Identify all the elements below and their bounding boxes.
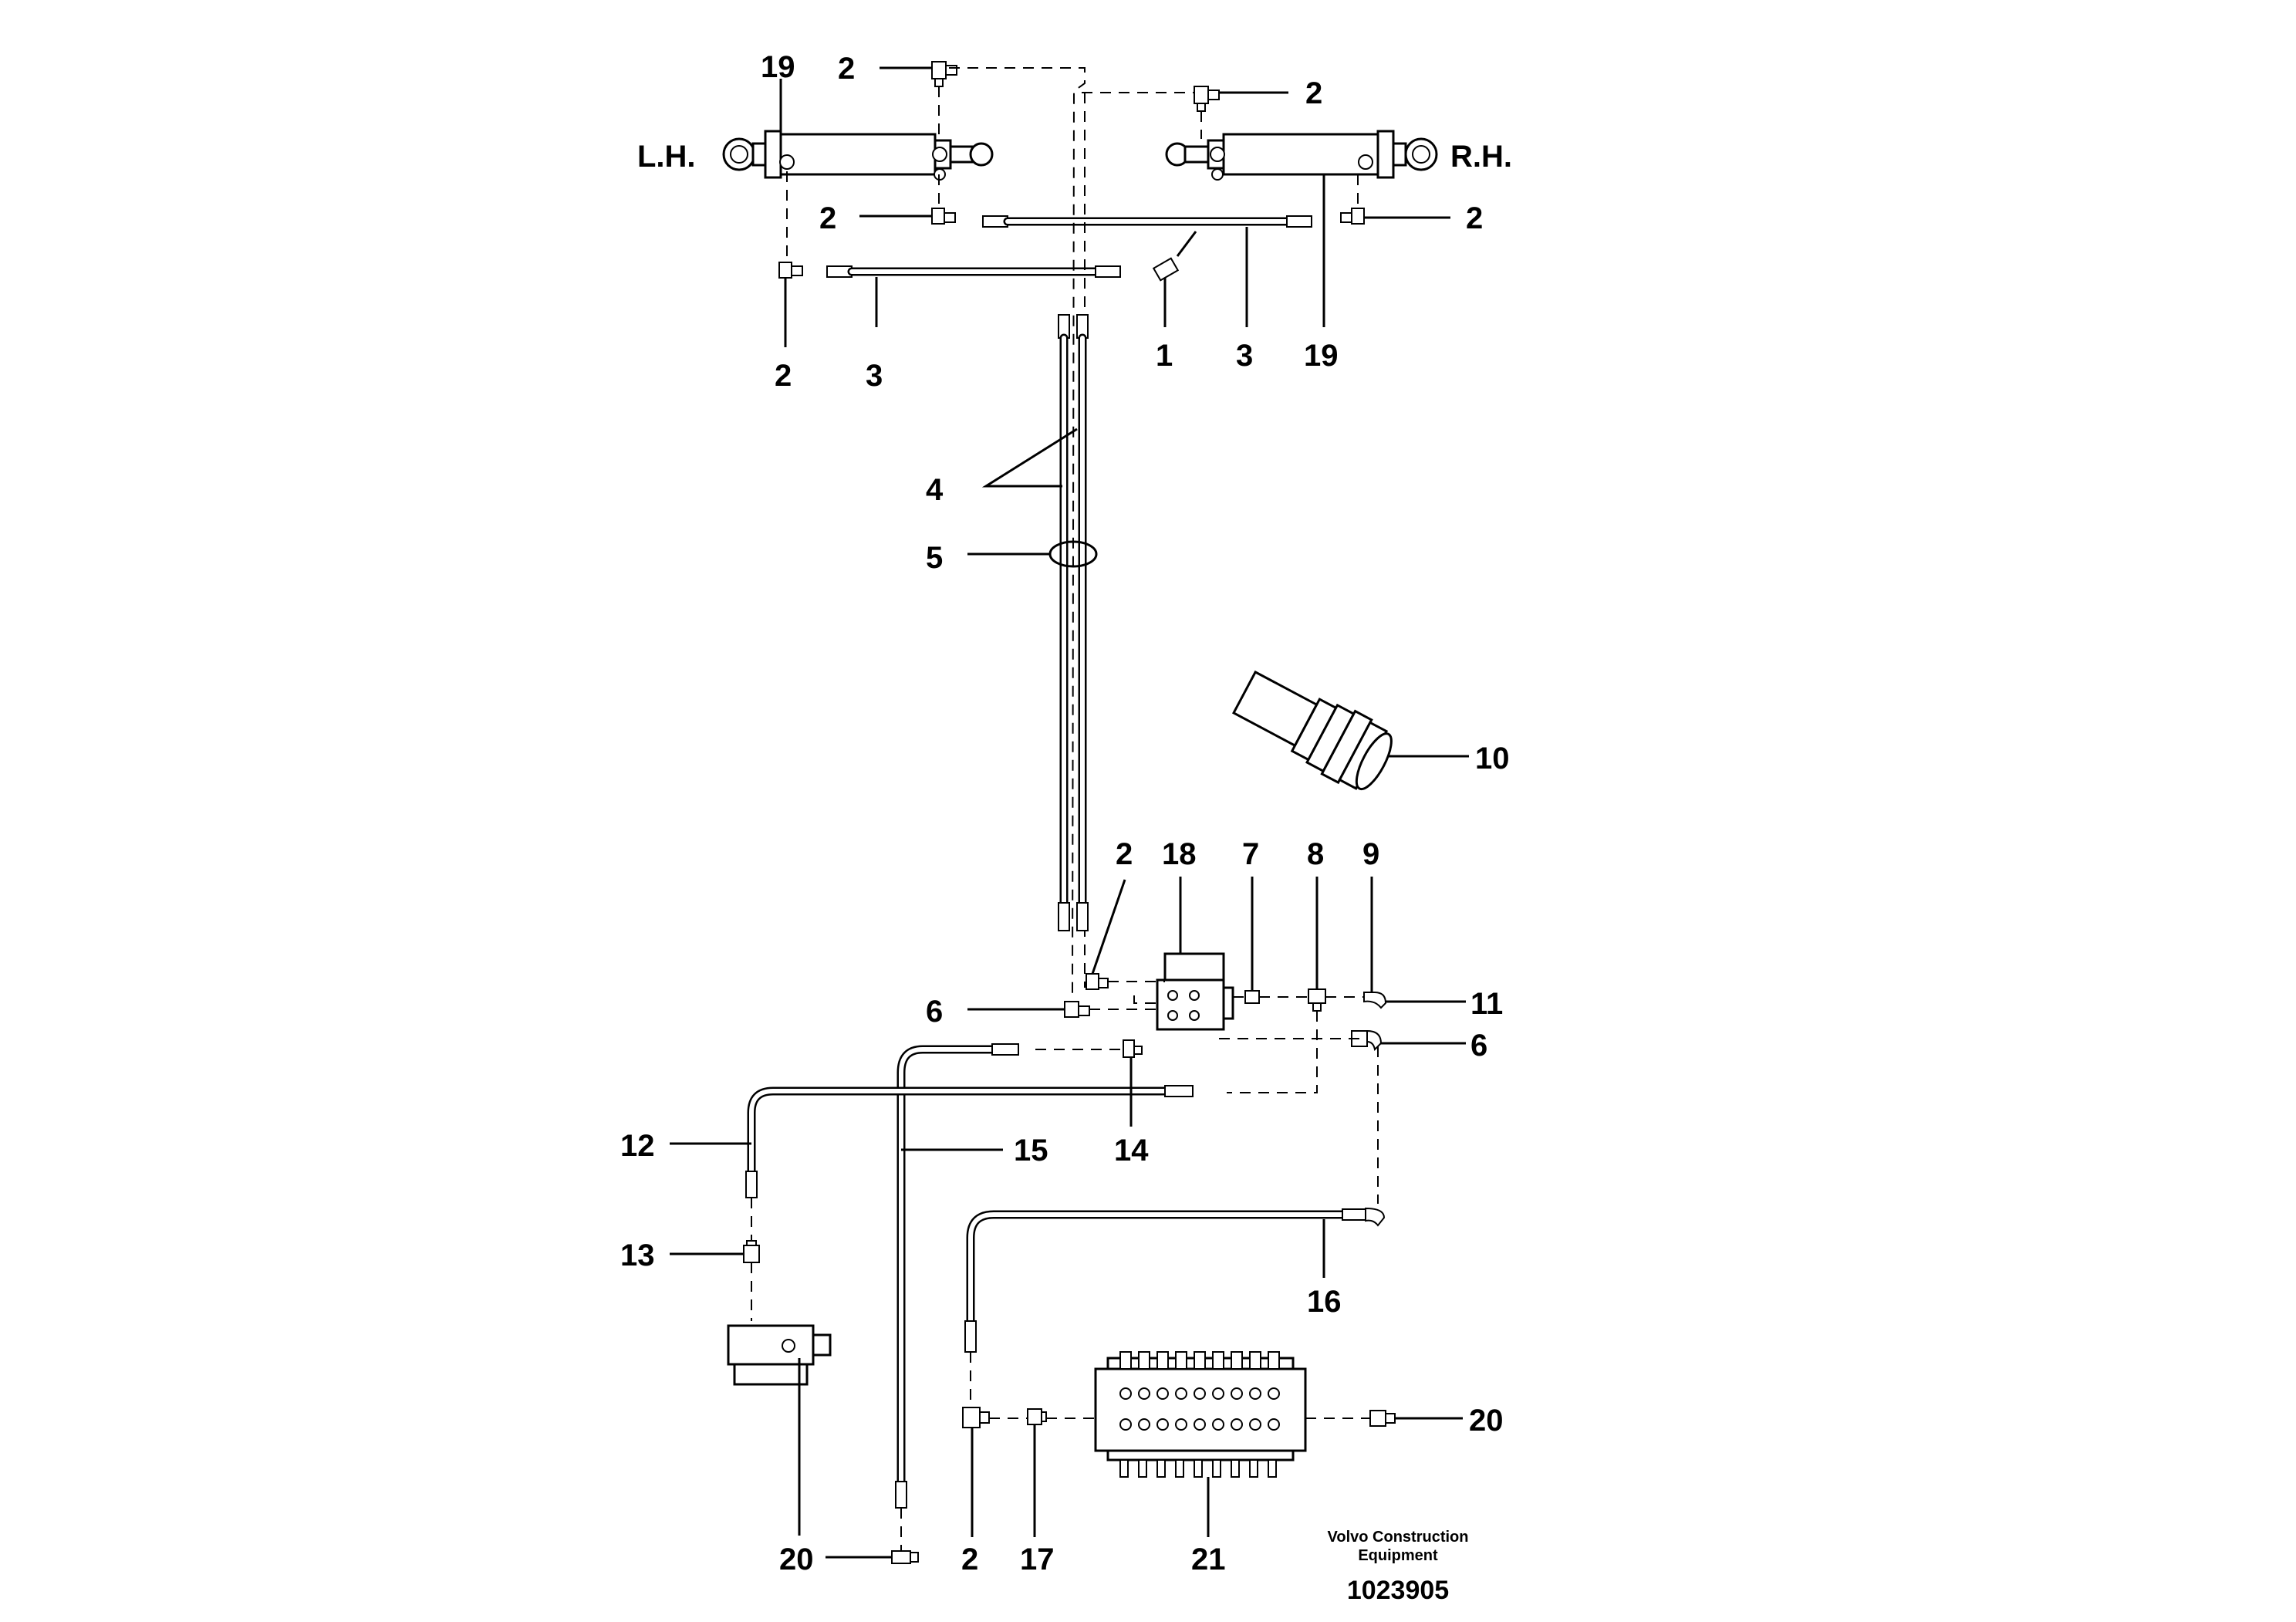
callout-6-left: 6 (926, 995, 943, 1029)
hose-3-lower (826, 265, 1121, 278)
callout-19-rh: 19 (1304, 339, 1339, 373)
callout-8: 8 (1307, 837, 1324, 871)
callout-2-mid-right: 2 (1466, 201, 1483, 235)
callout-17: 17 (1020, 1543, 1055, 1576)
callout-4: 4 (926, 473, 944, 507)
callout-2-mid-left: 2 (819, 201, 836, 235)
hose-16 (964, 1207, 1386, 1353)
callout-1: 1 (1156, 339, 1173, 373)
cylinder-rh (1165, 130, 1438, 181)
side-label-left: L.H. (637, 140, 696, 174)
callout-18: 18 (1162, 837, 1197, 871)
hose-15 (895, 1043, 1019, 1509)
tee-fitting-top-right (1194, 86, 1220, 112)
callout-7: 7 (1242, 837, 1259, 871)
control-valve-bank-21 (1094, 1351, 1307, 1478)
tee-fitting-20-bottom (891, 1550, 919, 1564)
tee-fitting-2-bottom (962, 1407, 990, 1428)
callout-9: 9 (1362, 837, 1379, 871)
hose-12 (745, 1085, 1194, 1198)
callout-3-right: 3 (1236, 339, 1253, 373)
callout-2-bottom: 2 (961, 1543, 978, 1576)
callout-2-lower-left: 2 (775, 359, 792, 393)
callout-19-lh: 19 (761, 50, 795, 84)
elbow-fitting-1 (1152, 257, 1180, 282)
valve-18 (1156, 952, 1234, 1031)
fitting-13 (743, 1240, 760, 1263)
hose-3-upper (982, 215, 1312, 228)
callout-2-top-left: 2 (838, 52, 855, 86)
elbow-fitting-6-left (1064, 1001, 1090, 1018)
tee-fitting-top-left (931, 61, 957, 87)
callout-15: 15 (1014, 1134, 1048, 1168)
callout-6-right: 6 (1470, 1029, 1487, 1063)
callout-12: 12 (620, 1129, 655, 1163)
callout-20-bottom: 20 (779, 1543, 814, 1576)
elbow-fitting-9 (1363, 992, 1387, 1009)
side-label-right: R.H. (1450, 140, 1512, 174)
callout-5: 5 (926, 541, 943, 575)
callout-2-top-right: 2 (1305, 76, 1322, 110)
callout-10: 10 (1475, 742, 1510, 776)
fitting-17 (1027, 1408, 1047, 1425)
valve-20-left (727, 1324, 832, 1386)
callout-20-right: 20 (1469, 1404, 1504, 1438)
callout-14: 14 (1114, 1134, 1149, 1168)
callout-11: 11 (1470, 987, 1503, 1021)
tee-fitting-14 (1123, 1039, 1143, 1058)
elbow-fitting-valve (1086, 973, 1109, 990)
quick-coupler-10 (1231, 670, 1393, 791)
callout-3-left: 3 (866, 359, 883, 393)
fitting-7 (1244, 990, 1260, 1004)
callout-21: 21 (1191, 1543, 1226, 1576)
elbow-fitting-6-right (1351, 1029, 1383, 1052)
tee-fitting-20-right (1369, 1410, 1396, 1427)
company-name-line1: Volvo Construction (1328, 1529, 1469, 1546)
tee-fitting-lower-left (778, 262, 803, 279)
cylinder-lh (722, 130, 994, 181)
leader-lines (670, 66, 1469, 1559)
hose-4-pair (1058, 314, 1089, 931)
elbow-fitting-mid-left (931, 208, 956, 225)
company-name-line2: Equipment (1358, 1547, 1438, 1564)
callout-2-valve: 2 (1116, 837, 1133, 871)
callout-13: 13 (620, 1238, 655, 1272)
elbow-fitting-mid-right (1340, 208, 1365, 225)
tee-fitting-8 (1308, 988, 1326, 1012)
drawing-number: 1023905 (1347, 1576, 1449, 1605)
callout-16: 16 (1307, 1285, 1342, 1319)
